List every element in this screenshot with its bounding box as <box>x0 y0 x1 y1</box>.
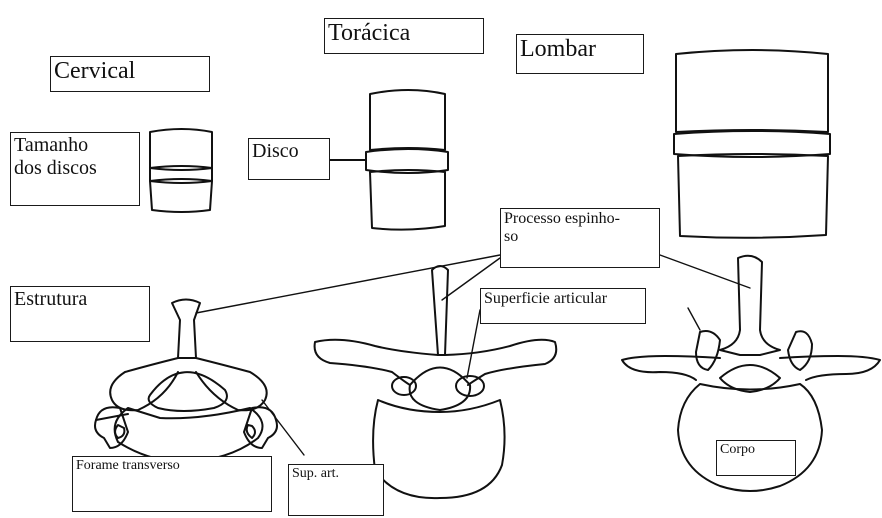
label-disco: Disco <box>248 138 330 180</box>
label-estrutura: Estrutura <box>10 286 150 342</box>
processo-line2: so <box>504 228 656 246</box>
label-corpo: Corpo <box>716 440 796 476</box>
label-forame-transverso: Forame transverso <box>72 456 272 512</box>
lumbar-side-view <box>674 50 830 238</box>
processo-line1: Processo espinho- <box>504 210 656 228</box>
tamanho-line2: dos discos <box>14 157 136 180</box>
cervical-side-view <box>150 129 212 212</box>
label-tamanho-dos-discos: Tamanho dos discos <box>10 132 140 206</box>
superficie-text: Superficie articular <box>484 290 607 307</box>
leader-lines <box>196 255 750 455</box>
sup-art-text: Sup. art. <box>292 466 339 481</box>
toracica-text: Torácica <box>328 20 410 46</box>
lombar-text: Lombar <box>520 36 596 62</box>
label-sup-art: Sup. art. <box>288 464 384 516</box>
thoracic-side-view <box>330 90 448 230</box>
label-cervical: Cervical <box>50 56 210 92</box>
estrutura-text: Estrutura <box>14 288 87 310</box>
cervical-text: Cervical <box>54 58 135 84</box>
forame-text: Forame transverso <box>76 458 180 473</box>
corpo-text: Corpo <box>720 442 755 457</box>
label-superficie-articular: Superficie articular <box>480 288 646 324</box>
tamanho-line1: Tamanho <box>14 134 136 157</box>
disco-text: Disco <box>252 140 299 162</box>
label-lombar: Lombar <box>516 34 644 74</box>
label-processo-espinhoso: Processo espinho- so <box>500 208 660 268</box>
label-toracica: Torácica <box>324 18 484 54</box>
